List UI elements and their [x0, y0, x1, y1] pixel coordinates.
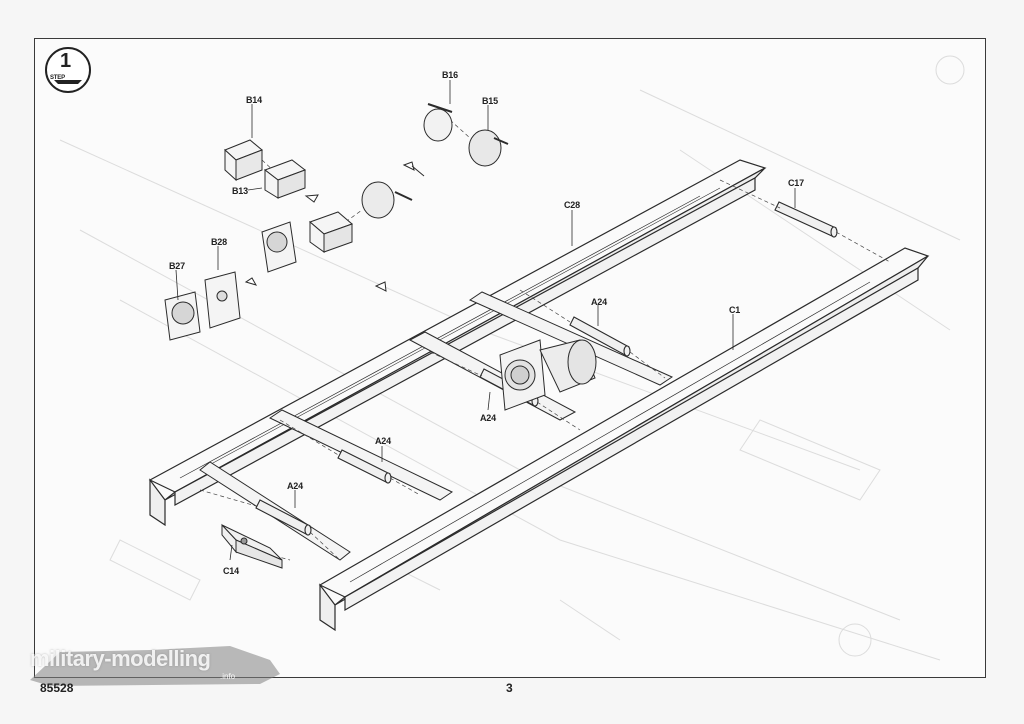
center-gearbox [499, 339, 597, 411]
part-label-b13: B13 [232, 186, 248, 196]
part-label-a24-middle: A24 [480, 413, 496, 423]
part-label-b15: B15 [482, 96, 498, 106]
part-label-a24-left: A24 [287, 481, 303, 491]
parts-b15-b16 [361, 103, 509, 219]
part-label-b27: B27 [169, 261, 185, 271]
parts-b27-b28 [164, 221, 297, 341]
part-label-b16: B16 [442, 70, 458, 80]
direction-arrows [244, 161, 425, 292]
part-label-b14: B14 [246, 95, 262, 105]
part-label-a24-upper: A24 [591, 297, 607, 307]
kit-number: 85528 [40, 681, 74, 695]
watermark-tank-logo [30, 646, 280, 686]
frame-rail-left [148, 159, 767, 527]
part-label-c1: C1 [729, 305, 741, 315]
watermark-subtext: .info [220, 672, 236, 681]
leader-lines [175, 80, 796, 561]
step-badge-icon [45, 47, 91, 93]
page-number: 3 [506, 681, 513, 695]
part-c14-bracket [221, 523, 283, 569]
part-label-b28: B28 [211, 237, 227, 247]
part-label-c17: C17 [788, 178, 804, 188]
step-number: 1 [60, 50, 71, 72]
frame-rail-right [318, 247, 930, 632]
step-label: STEP [50, 75, 65, 81]
watermark-text: military-modelling [30, 646, 211, 671]
part-label-c14: C14 [223, 566, 239, 576]
part-label-c28: C28 [564, 200, 580, 210]
part-label-a24-lower: A24 [375, 436, 391, 446]
parts-b13-b14 [224, 139, 353, 253]
